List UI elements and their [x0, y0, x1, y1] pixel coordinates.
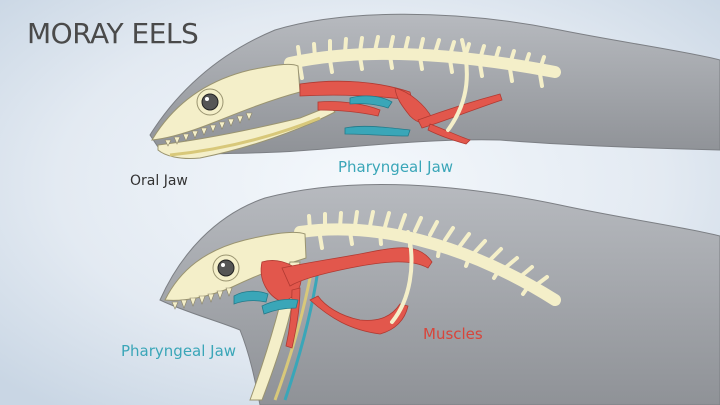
- bottom-eel: [159, 183, 720, 405]
- top-lower-jaw: [157, 105, 336, 159]
- bottom-pharyngeal-jaw: [233, 290, 299, 315]
- bottom-eye: [217, 259, 235, 277]
- top-spine: [284, 47, 561, 78]
- top-eye: [201, 93, 219, 111]
- bottom-support-bone: [390, 230, 414, 324]
- top-teeth: [164, 112, 253, 147]
- top-pharyngeal-jaw: [344, 95, 411, 137]
- top-skull: [151, 63, 301, 141]
- bottom-spine: [294, 223, 561, 306]
- bottom-teeth: [171, 287, 233, 310]
- diagram-title: MORAY EELS: [27, 17, 199, 50]
- top-support-bone: [446, 38, 469, 132]
- top-vertebrae: [296, 35, 546, 88]
- label-pharyngeal-jaw-bottom: Pharyngeal Jaw: [121, 342, 237, 360]
- label-pharyngeal-jaw-top: Pharyngeal Jaw: [338, 158, 454, 176]
- label-muscles: Muscles: [423, 325, 483, 343]
- label-oral-jaw: Oral Jaw: [130, 173, 188, 189]
